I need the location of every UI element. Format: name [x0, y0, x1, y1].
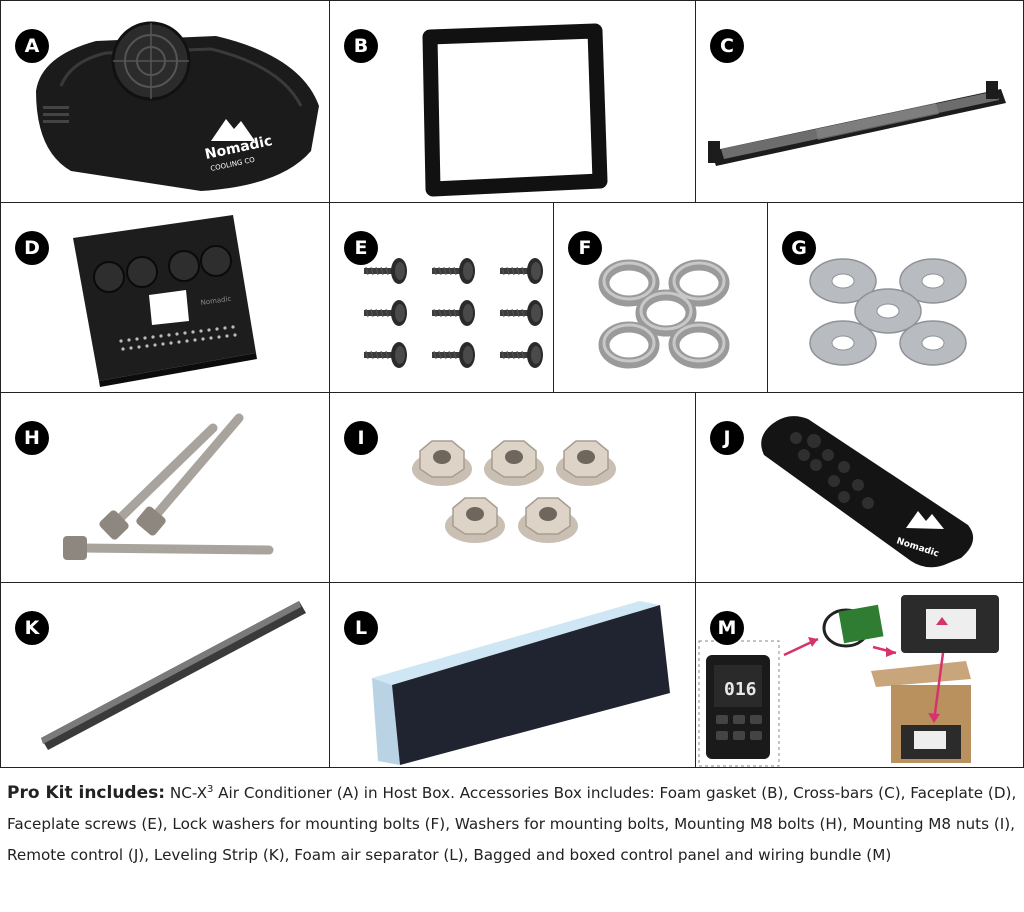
badge-e: E: [344, 231, 378, 265]
control-panel-bundle-icon: 016: [698, 595, 999, 767]
cell-a: A Nomadic COOLING CO: [0, 0, 331, 204]
badge-j: J: [710, 421, 744, 455]
cell-f: F: [553, 202, 769, 394]
cell-i: I: [329, 392, 697, 584]
badge-i: I: [344, 421, 378, 455]
m8-bolts-icon: [63, 413, 274, 560]
foam-air-separator-icon: [372, 601, 670, 765]
cell-j: J Nomadic: [695, 392, 1024, 584]
cell-g: G: [767, 202, 1024, 394]
badge-m: M: [710, 611, 744, 645]
caption-lead: Pro Kit includes:: [7, 783, 166, 803]
lock-washers-icon: [598, 259, 730, 369]
cell-h: H: [0, 392, 331, 584]
washers-icon: [809, 258, 967, 366]
badge-a: A: [15, 29, 49, 63]
cell-d: D Nomadic: [0, 202, 331, 394]
cell-e: E: [329, 202, 555, 394]
foam-gasket-icon: [422, 23, 608, 197]
badge-d: D: [15, 231, 49, 265]
air-conditioner-unit-icon: Nomadic COOLING CO: [36, 21, 319, 191]
remote-control-icon: Nomadic: [761, 416, 974, 568]
m8-nuts-icon: [411, 440, 617, 544]
parts-grid: A Nomadic COOLING CO B C: [0, 0, 1024, 768]
caption-part1: NC-X: [165, 784, 207, 802]
badge-c: C: [710, 29, 744, 63]
badge-g: G: [782, 231, 816, 265]
cell-b: B: [329, 0, 697, 204]
cell-k: K: [0, 582, 331, 768]
caption-part2: Air Conditioner (A) in Host Box. Accesso…: [7, 784, 1017, 864]
cross-bars-icon: [708, 81, 1006, 166]
badge-f: F: [568, 231, 602, 265]
cell-l: L: [329, 582, 697, 768]
kit-contents-caption: Pro Kit includes: NC-X3 Air Conditioner …: [7, 774, 1019, 871]
badge-l: L: [344, 611, 378, 645]
caption-superscript: 3: [206, 784, 214, 795]
badge-h: H: [15, 421, 49, 455]
faceplate-icon: Nomadic: [73, 215, 257, 387]
badge-k: K: [15, 611, 49, 645]
leveling-strip-icon: [41, 601, 306, 750]
cell-c: C: [695, 0, 1024, 204]
cell-m: M 016: [695, 582, 1024, 768]
panel-display-text: 016: [724, 679, 757, 700]
badge-b: B: [344, 29, 378, 63]
